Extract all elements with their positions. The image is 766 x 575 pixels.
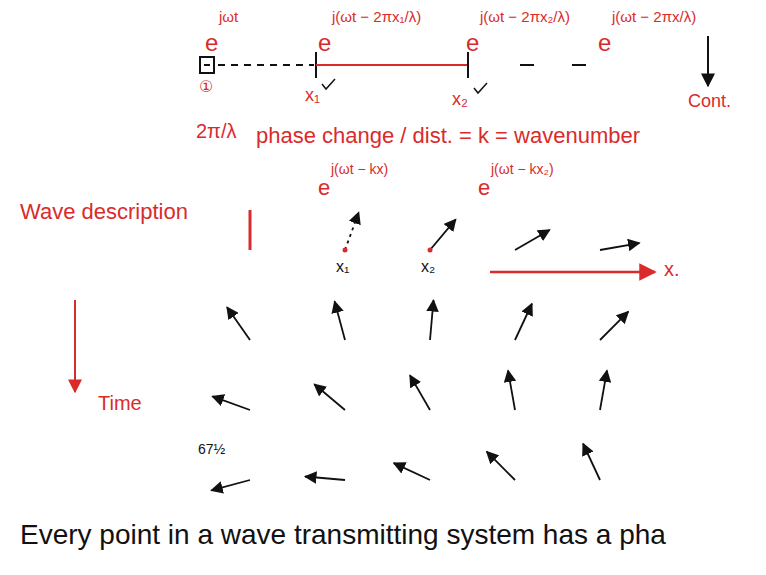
axis-label-wrap: Time <box>98 392 142 414</box>
check-mark <box>474 83 487 93</box>
phasor-base-wrap: e <box>466 30 479 56</box>
line-segment <box>316 64 468 66</box>
dash <box>572 64 586 66</box>
phasor-base: e <box>598 29 611 56</box>
exponent-wrap: j(ωt − kx₂) <box>491 160 554 178</box>
point-number-wrap: ① <box>199 78 213 96</box>
phasor-arrow <box>227 307 250 340</box>
source-box <box>200 57 214 73</box>
phasor-arrow <box>515 230 550 250</box>
point-number: ① <box>199 78 213 95</box>
point-dot <box>428 248 433 253</box>
statement: Every point in a wave transmitting syste… <box>20 519 666 550</box>
phasor-arrow <box>430 219 456 250</box>
exponent: j(ωt − kx) <box>331 161 388 177</box>
phasor-base: e <box>466 29 479 56</box>
check-mark <box>322 79 335 89</box>
axis-label: Time <box>98 392 142 414</box>
phasor-arrow <box>314 384 345 410</box>
phasor-base: e <box>318 175 330 200</box>
axis-label: x. <box>664 258 680 280</box>
angle-label: 67½ <box>198 441 225 457</box>
phasor-arrow <box>249 210 252 250</box>
source-mark <box>204 64 210 66</box>
exponent: j(ωt − kx₂) <box>491 161 554 177</box>
exponent-wrap: j(ωt − 2πx₂/λ) <box>480 8 570 26</box>
exponent-wrap: j(ωt − 2πx/λ) <box>612 8 696 26</box>
phasor-arrow <box>394 463 430 480</box>
note-wrap: Cont. <box>688 92 731 112</box>
axis-label-wrap: x. <box>664 258 680 280</box>
dashed-line <box>218 64 314 66</box>
exponent: j(ωt − 2πx₁/λ) <box>332 8 421 25</box>
exponent-wrap: j(ωt − kx) <box>331 160 388 178</box>
exponent: jωt <box>219 8 238 25</box>
phasor-base-wrap: e <box>205 30 218 56</box>
statement-wrap: Every point in a wave transmitting syste… <box>20 520 666 551</box>
phasor-arrow <box>583 444 600 480</box>
position-label-wrap: x₁ <box>305 86 320 106</box>
phasor-arrow <box>600 243 639 250</box>
phasor-arrow <box>487 452 515 480</box>
phasor-arrow <box>410 375 430 410</box>
phasor-arrow <box>430 300 433 340</box>
phasor-arrow <box>305 477 345 480</box>
phasor-arrow <box>212 396 250 410</box>
phasor-arrow <box>508 371 515 410</box>
angle-label-wrap: 67½ <box>198 440 225 458</box>
phasor-base-wrap: e <box>598 30 611 56</box>
phasor-arrow <box>515 304 532 340</box>
dash <box>520 64 534 66</box>
phasor-arrow <box>600 371 607 410</box>
phasor-base-wrap: e <box>478 176 490 200</box>
phasor-base: e <box>205 29 218 56</box>
position-label: x₁ <box>336 258 349 275</box>
definition-wrap: phase change / dist. = k = wavenumber <box>256 124 640 148</box>
formula-wrap: 2π/λ <box>196 120 236 142</box>
point-dot <box>343 248 348 253</box>
phasor-base-wrap: e <box>318 30 331 56</box>
exponent: j(ωt − 2πx₂/λ) <box>480 8 570 25</box>
phasor-grid <box>211 210 639 490</box>
phasor-arrow <box>211 480 250 490</box>
phasor-arrow <box>335 301 345 340</box>
phasor-base-wrap: e <box>318 176 330 200</box>
position-label-wrap: x₂ <box>421 258 435 276</box>
note: Cont. <box>688 91 731 111</box>
phasor-base: e <box>318 29 331 56</box>
position-label: x₂ <box>421 258 435 275</box>
exponent: j(ωt − 2πx/λ) <box>612 8 696 25</box>
phasor-arrow <box>345 212 359 250</box>
time-arrow <box>74 300 76 392</box>
phasor-arrow <box>600 312 628 340</box>
formula: 2π/λ <box>196 120 236 142</box>
heading: Wave description <box>20 199 188 224</box>
x-axis <box>490 271 655 274</box>
position-label-wrap: x₁ <box>336 258 349 276</box>
heading-wrap: Wave description <box>20 200 188 224</box>
exponent-wrap: j(ωt − 2πx₁/λ) <box>332 8 421 26</box>
definition: phase change / dist. = k = wavenumber <box>256 123 640 148</box>
phasor-base: e <box>478 175 490 200</box>
continue-arrow <box>707 36 709 86</box>
position-label-wrap: x₂ <box>452 90 468 110</box>
exponent-wrap: jωt <box>219 8 238 26</box>
position-label: x₁ <box>305 85 320 105</box>
position-label: x₂ <box>452 89 468 109</box>
